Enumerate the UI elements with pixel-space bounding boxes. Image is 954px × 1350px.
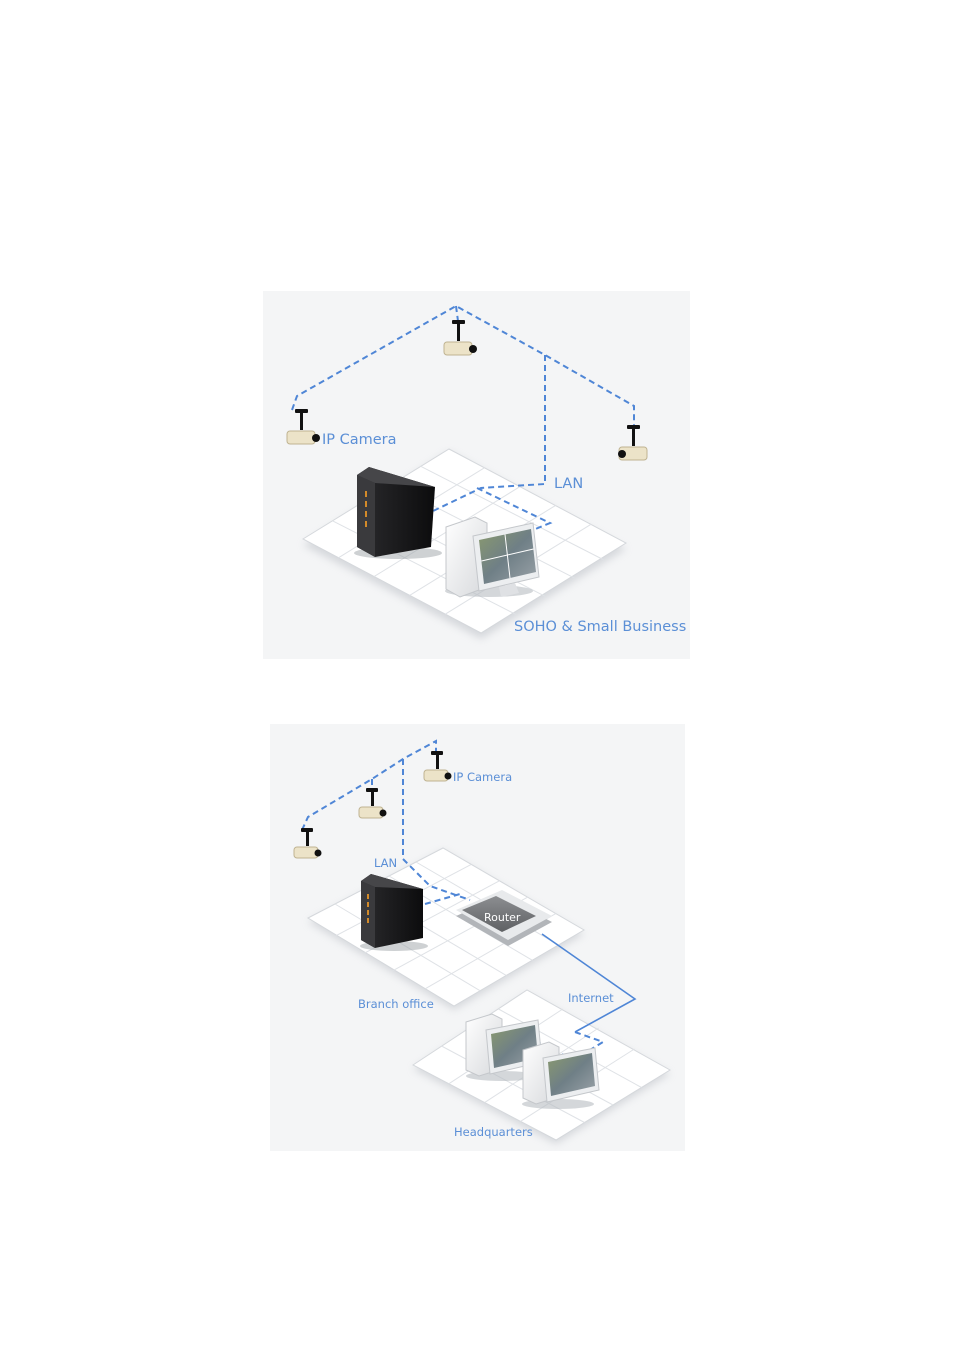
router-device: Router [456,890,552,946]
soho-caption: SOHO & Small Business [514,619,686,635]
router-label: Router [484,911,521,924]
branch-office-floor [306,847,585,1010]
hq-workstation-2 [522,1041,600,1109]
nvr-status-leds [367,894,369,923]
ip-camera-left [286,409,320,445]
ip-camera-label: IP Camera [453,770,512,784]
monitoring-workstation [445,516,540,598]
nvr-device [354,467,442,559]
remote-diagram-canvas: Router IP Camera LAN Internet Branch off… [293,739,671,1144]
lan-label: LAN [374,856,397,870]
ip-camera-middle [358,788,387,819]
headquarters-label: Headquarters [454,1125,533,1139]
lan-label: LAN [554,476,583,492]
soho-diagram-canvas: IP Camera LAN SOHO & Small Business [286,304,686,639]
nvr-status-leds [365,491,367,527]
nvr-device [360,874,428,951]
branch-office-label: Branch office [358,997,434,1011]
ip-camera-top [423,751,452,782]
ip-camera-label: IP Camera [322,432,397,448]
soho-diagram: IP Camera LAN SOHO & Small Business [263,291,690,659]
internet-label: Internet [568,991,614,1005]
ip-camera-left [293,828,322,859]
camera-feed-tiles [481,534,534,579]
ip-camera-right [618,425,648,461]
ip-camera-top [443,320,477,356]
remote-monitoring-diagram: Router IP Camera LAN Internet Branch off… [270,724,685,1151]
